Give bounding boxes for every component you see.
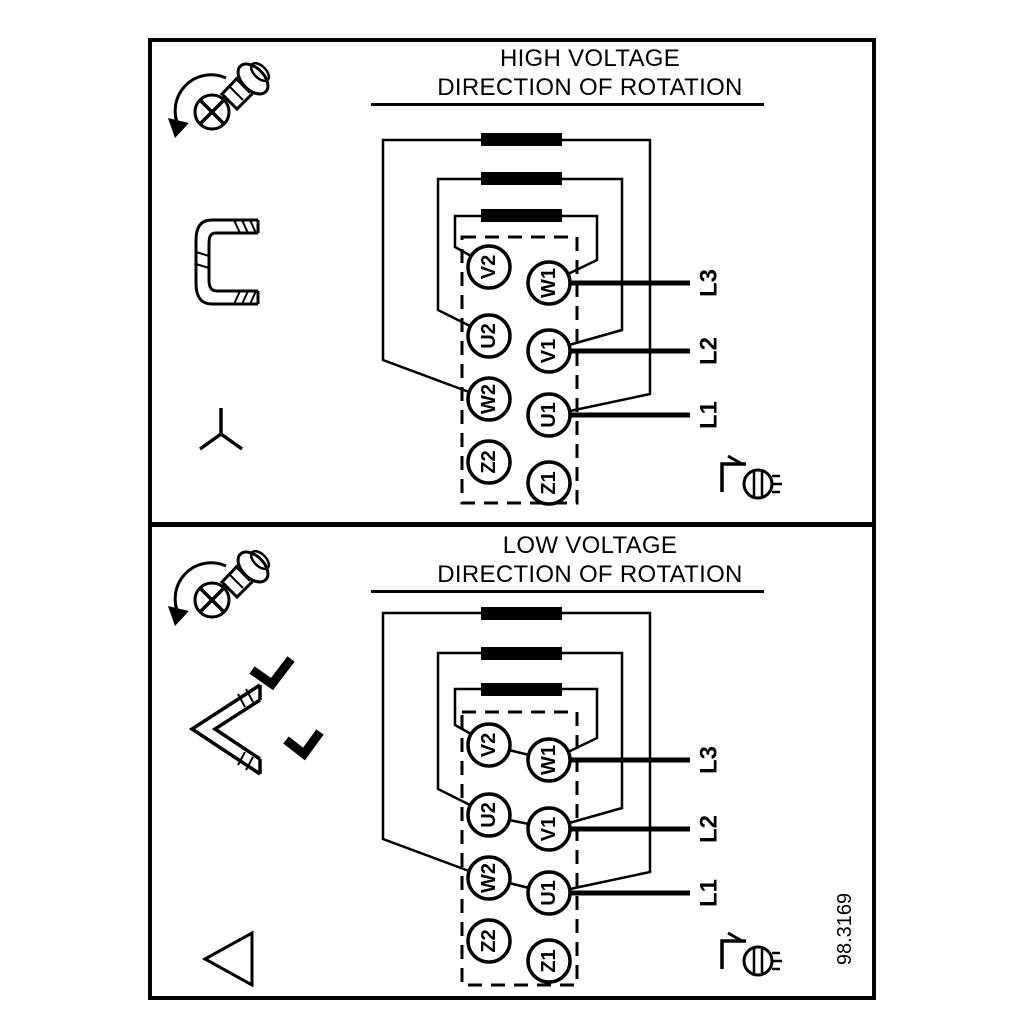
terminal-u2: U2 [466,313,512,359]
terminal-u1: U1 [526,392,572,438]
low-voltage-wiring-diagram: L3 L2 L1 V2 U2 W2 Z2 W1 V1 [168,549,856,988]
terminal-label: Z2 [478,450,500,473]
supply-line-label-l1: L1 [696,879,723,907]
supply-line-label-l2: L2 [696,337,723,365]
low-voltage-title-block: LOW VOLTAGE DIRECTION OF ROTATION [368,531,812,589]
supply-line-label-l2: L2 [696,815,723,843]
terminal-label: Z1 [538,471,560,494]
delta-link-w2-u1 [508,881,530,890]
supply-line-label-l3: L3 [696,269,723,297]
jumper-bar [481,683,562,696]
jumper-bar [481,647,562,660]
star-symbol-icon [198,408,244,451]
terminal-label: V1 [538,339,560,363]
terminal-z2: Z2 [466,918,512,964]
terminal-board [460,235,579,505]
terminal-z2: Z2 [466,439,512,485]
terminal-board [460,710,579,987]
terminal-label: Z1 [538,949,560,972]
jumper-bar [481,209,562,222]
screw-rotation-icon [168,549,271,626]
delta-jumper-bars-icon [188,656,324,776]
terminal-label: U2 [478,323,500,349]
jumper-bar [481,172,562,185]
panel-divider [148,522,876,527]
terminal-label: V1 [538,817,560,841]
terminal-label: W2 [478,863,500,893]
high-voltage-wiring-diagram: L3 L2 L1 V2 U2 W2 Z2 W1 V1 [168,61,782,506]
cable-clamp-icon [720,454,782,500]
delta-link-u2-v1 [508,818,530,826]
terminal-u1: U1 [526,870,572,916]
terminal-label: U2 [478,802,500,828]
terminal-v2: V2 [466,244,512,290]
supply-line-label-l3: L3 [696,746,723,774]
jumper-bar [481,133,562,146]
cable-clamp-icon [720,931,782,977]
screw-rotation-icon [168,61,271,138]
terminal-label: W1 [538,268,560,298]
panel-subtitle: DIRECTION OF ROTATION [437,561,743,588]
delta-link-v2-w1 [508,748,530,757]
panel-subtitle: DIRECTION OF ROTATION [437,74,743,101]
terminal-w2: W2 [466,855,512,901]
jumper-bar [481,607,562,620]
terminal-v1: V1 [526,328,572,374]
terminal-w2: W2 [466,376,512,422]
terminal-label: V2 [478,255,500,279]
terminal-label: Z2 [478,929,500,952]
terminal-label: U1 [538,402,560,428]
terminal-v2: V2 [466,722,512,768]
jumper-bracket-icon [194,218,260,306]
high-voltage-title-block: HIGH VOLTAGE DIRECTION OF ROTATION [368,44,812,102]
supply-line-label-l1: L1 [696,401,723,429]
panel-title: HIGH VOLTAGE [499,45,681,72]
title-underline [371,103,764,106]
terminal-v1: V1 [526,806,572,852]
panel-title: LOW VOLTAGE [502,532,678,559]
part-number: 98.3169 [834,893,856,965]
terminal-w1: W1 [526,737,572,783]
title-underline [371,590,764,593]
delta-symbol-icon [201,930,254,988]
terminal-w1: W1 [526,260,572,306]
terminal-u2: U2 [466,792,512,838]
diagram-outer-border [148,38,876,1000]
terminal-label: V2 [478,733,500,757]
terminal-z1: Z1 [526,938,572,984]
terminal-label: U1 [538,880,560,906]
terminal-label: W2 [478,384,500,414]
terminal-z1: Z1 [526,460,572,506]
terminal-label: W1 [538,745,560,775]
